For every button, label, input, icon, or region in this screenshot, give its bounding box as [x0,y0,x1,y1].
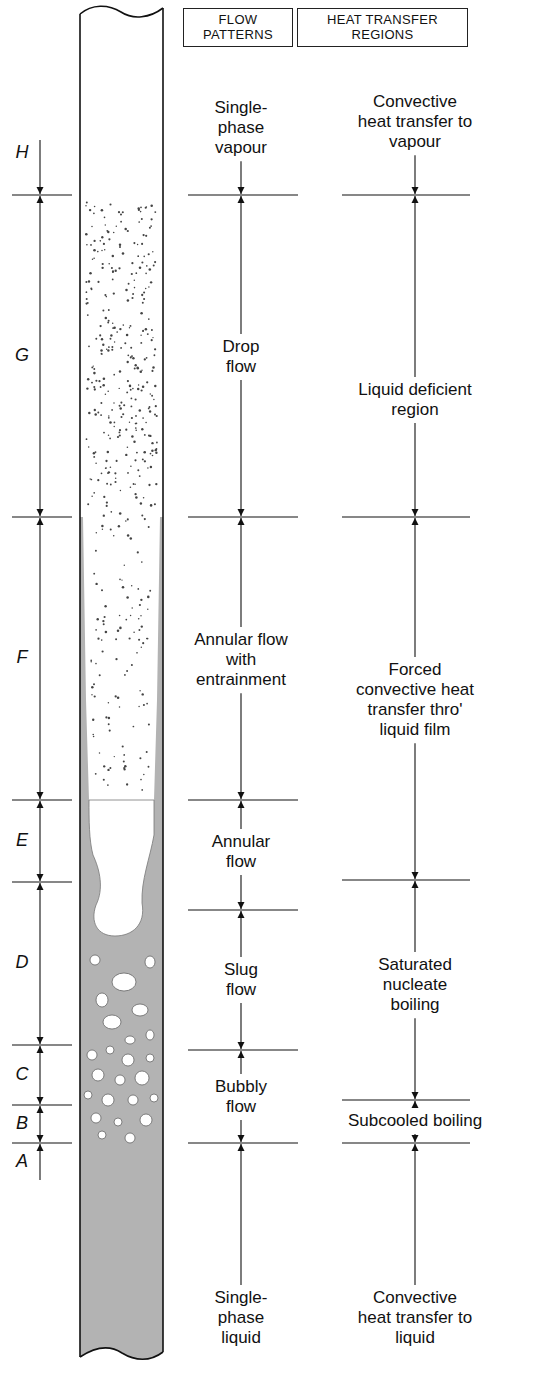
region-label-holder: Forced convective heat transfer thro' li… [350,660,480,740]
zone-letter: H [16,142,29,163]
region-arrow [414,743,415,879]
region-arrow [240,380,241,516]
zone-letter-holder: C [10,1064,34,1085]
heading-box: HEAT TRANSFER REGIONS [297,8,468,47]
dimension-arrows [39,140,40,1180]
liquid-film [154,517,163,800]
region-label-holder: Single- phase vapour [200,98,282,158]
region-label: Saturated nucleate boiling [367,955,463,1015]
vapour-core [89,800,154,936]
region-label: Forced convective heat transfer thro' li… [350,660,480,740]
region-label-holder: Slug flow [215,960,267,1000]
zone-letter: A [16,1151,28,1172]
zone-letter-holder: H [10,142,34,163]
liquid-film [80,517,89,800]
zone-letter-holder: B [10,1113,34,1134]
region-label: Annular flow [203,832,279,872]
region-arrow [240,1144,241,1285]
liquid-fill [80,800,163,1359]
region-arrow [240,1120,241,1142]
zone-letter: D [16,952,29,973]
region-label: Convective heat transfer to vapour [357,92,473,152]
region-arrow [414,155,415,194]
region-arrow [414,423,415,516]
region-label-holder: Subcooled boiling [320,1111,510,1131]
region-label: Bubbly flow [210,1077,272,1117]
region-label: Liquid deficient region [347,380,483,420]
region-label: Single- phase vapour [200,98,282,158]
region-arrow [414,1134,415,1142]
region-label-holder: Annular flow with entrainment [187,630,295,690]
zone-letter-holder: G [10,345,34,366]
region-label-holder: Bubbly flow [210,1077,272,1117]
tube-wall [80,6,163,1359]
region-label: Drop flow [210,337,272,377]
zone-letter: E [16,830,28,851]
zone-letter-holder: E [10,830,34,851]
vapour-bubbles [84,955,158,1143]
heading-box: FLOW PATTERNS [183,8,293,47]
region-arrow [240,693,241,799]
region-label-holder: Annular flow [203,832,279,872]
region-label-holder: Saturated nucleate boiling [367,955,463,1015]
region-arrow [240,911,241,957]
zone-letter: C [16,1064,29,1085]
zone-letter: B [16,1113,28,1134]
region-arrow [414,881,415,952]
region-label-holder: Single- phase liquid [200,1288,282,1348]
region-arrow [414,196,415,377]
region-arrow [240,1003,241,1049]
region-arrow [240,875,241,909]
region-arrow [240,1051,241,1074]
column-heading: HEAT TRANSFER REGIONS [324,12,442,43]
region-label-holder: Liquid deficient region [347,380,483,420]
column-heading: FLOW PATTERNS [198,12,278,43]
region-label: Annular flow with entrainment [187,630,295,690]
region-label: Subcooled boiling [348,1111,482,1131]
region-label: Single- phase liquid [200,1288,282,1348]
zone-letter-holder: A [10,1151,34,1172]
region-label: Slug flow [215,960,267,1000]
region-label: Convective heat transfer to liquid [357,1288,473,1348]
region-label-holder: Drop flow [210,337,272,377]
region-arrow [414,1101,415,1108]
droplets [85,202,158,791]
region-arrow [414,518,415,657]
zone-letter-holder: D [10,952,34,973]
region-arrow [240,518,241,627]
region-arrow [240,196,241,334]
region-label-holder: Convective heat transfer to vapour [357,92,473,152]
zone-letter-holder: F [10,647,34,668]
region-arrow [240,801,241,829]
zone-letter: F [17,647,28,668]
region-arrow [240,161,241,194]
region-arrow [414,1144,415,1285]
region-arrow [414,1018,415,1099]
region-label-holder: Convective heat transfer to liquid [357,1288,473,1348]
zone-letter: G [15,345,29,366]
